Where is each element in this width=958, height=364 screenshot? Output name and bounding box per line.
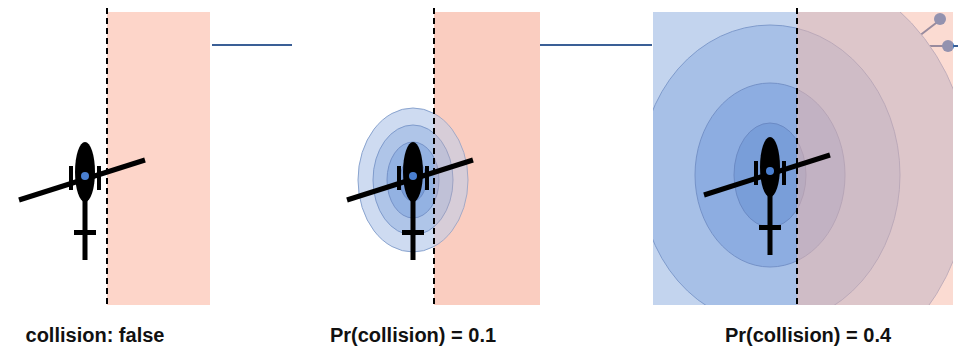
obstacle-region <box>434 12 540 305</box>
obstacle-region <box>107 12 210 305</box>
probability-label: collision: false <box>26 323 165 347</box>
probability-label: Pr(collision) = 0.1 <box>330 323 496 347</box>
boundary-line <box>433 8 435 305</box>
helicopter <box>704 137 830 255</box>
boundary-line <box>106 8 108 305</box>
boundary-line <box>796 8 798 305</box>
helicopter <box>347 142 473 260</box>
helicopter <box>19 142 145 260</box>
probability-label: Pr(collision) = 0.4 <box>725 323 891 347</box>
uncertainty-ellipses <box>653 12 953 305</box>
link-line <box>540 44 652 46</box>
link-line <box>212 44 292 46</box>
